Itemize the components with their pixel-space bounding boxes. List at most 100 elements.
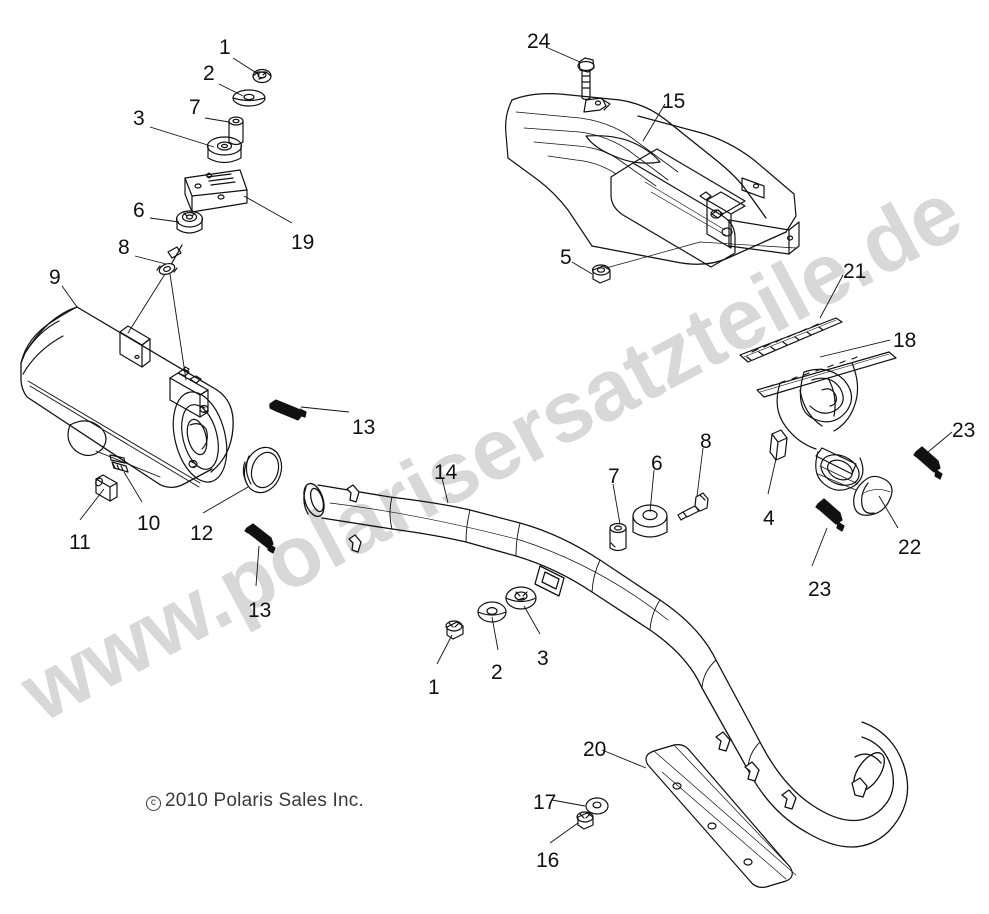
callout-label-3b: 3 [537,647,549,670]
callout-label-12: 12 [190,522,214,545]
leader-3b [523,605,541,635]
part-23-spring-right [913,446,943,480]
leader-13b [255,545,260,587]
callout-label-8b: 8 [700,430,712,453]
callout-label-7a: 7 [189,96,201,119]
leader-13a [300,406,350,413]
part-9-muffler [20,306,234,489]
copyright-notice: c 2010 Polaris Sales Inc. [146,790,364,812]
leader-1b [436,634,453,665]
part-22-seal-sleeve [853,475,893,516]
leader-11 [79,488,105,521]
leader-21 [819,274,844,319]
part-2-washer-pipe [477,601,507,623]
callout-label-24: 24 [527,30,551,53]
callout-label-13b: 13 [248,599,272,622]
callout-label-5: 5 [560,246,572,269]
callout-label-19: 19 [291,231,315,254]
leader-15 [642,103,666,142]
leader-1 [232,57,259,75]
leader-20 [601,749,647,769]
leader-12 [202,486,249,514]
callout-label-14: 14 [434,461,458,484]
leader-23b [811,527,828,567]
leader-2 [218,83,244,97]
part-1-flange-nut-pipe [445,620,464,640]
callout-label-16: 16 [536,849,560,872]
callout-label-6a: 6 [133,199,145,222]
leader-8b [696,447,704,497]
part-16-screw [576,811,594,830]
part-11-spacer-bushing [95,474,118,502]
part-8-bolt-right [677,492,709,521]
callout-label-11: 11 [69,531,91,554]
part-18-exhaust-manifold [756,351,897,491]
part-8-bolt-left [127,244,187,381]
callout-label-1b: 1 [428,676,440,699]
part-21-manifold-gasket [739,317,843,363]
part-14-exhaust-pipe [303,482,909,848]
leader-18 [819,339,891,358]
part-23-spring-center [815,498,845,532]
leader-5 [571,261,593,275]
leader-2b [491,616,499,651]
leader-10 [123,471,143,503]
callout-label-13a: 13 [352,416,376,439]
leader-8a [134,255,167,265]
callout-label-17: 17 [533,791,557,814]
part-2-washer-top [232,89,266,107]
part-4-dowel-pin [769,429,788,461]
leader-7a [204,117,230,123]
leader-3a [149,126,215,148]
part-3-grommet-pipe [505,586,537,610]
leader-14 [441,477,449,504]
callout-leader-lines [61,47,953,844]
callout-label-22: 22 [898,536,922,559]
leader-6a [149,217,180,223]
part-12-seal-ring [242,446,283,494]
part-17-washer [585,797,609,815]
callout-label-1: 1 [219,36,231,59]
part-1-flange-nut-top [252,68,272,84]
part-3-grommet-top [206,136,243,164]
leader-23a [927,431,953,453]
part-19-mounting-bracket [184,169,248,213]
callout-label-21: 21 [843,260,867,283]
leader-17 [551,799,586,807]
callout-label-2b: 2 [491,661,503,684]
callout-label-23a: 23 [952,419,976,442]
callout-label-6b: 6 [651,452,663,475]
callout-label-20: 20 [583,738,607,761]
part-20-pipe-heat-shield [645,744,797,888]
callout-label-10: 10 [137,512,161,535]
callout-label-18: 18 [893,329,917,352]
leader-6b [649,469,655,513]
part-5-nut [591,264,611,284]
leader-24 [547,47,581,63]
leader-16 [549,822,579,844]
callout-label-8a: 8 [118,236,130,259]
part-13-spring-lower [244,523,276,554]
copyright-symbol-icon: c [146,796,161,811]
part-10-set-screw [111,461,129,473]
callout-label-4: 4 [763,507,775,530]
leader-4 [767,458,777,495]
callout-label-9: 9 [49,266,61,289]
leader-19 [243,195,293,224]
part-15-heat-shield-assembly [505,92,800,269]
copyright-text: 2010 Polaris Sales Inc. [165,790,364,811]
leader-22 [878,495,899,529]
callout-label-3a: 3 [133,107,145,130]
callout-label-7b: 7 [608,465,620,488]
part-7-spacer-right [609,522,627,552]
callout-label-2: 2 [203,62,215,85]
part-7-spacer-top [228,116,244,146]
part-24-hex-flange-bolt [577,57,595,101]
leader-7b [612,483,621,525]
part-6-grommet-left [175,210,204,234]
callout-label-15: 15 [662,90,686,113]
callout-label-23b: 23 [808,578,832,601]
part-13-spring-upper [269,399,307,421]
